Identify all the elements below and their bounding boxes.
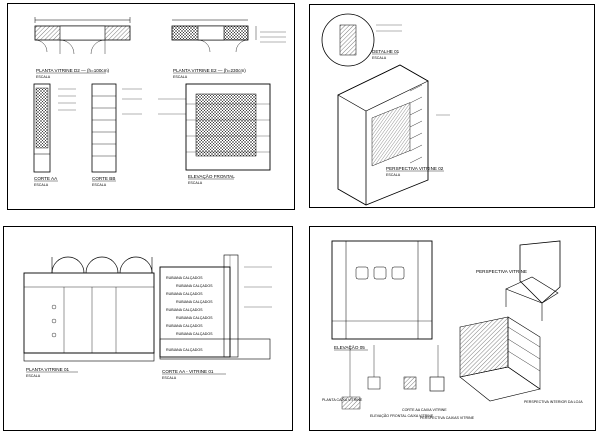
- detail-label: DETALHE 01: [372, 49, 400, 54]
- sheet-2-drawing: DETALHE 01 ESCALA PERSPECTIVA VITRINE 02…: [321, 13, 450, 206]
- drawing-sheet-vitrine-plans: PLANTA VITRINE D2 — (h=100cm) ESCALA PLA…: [7, 3, 295, 210]
- box-elevation: PLANTA CAIXA VITRINE ELEVAÇÃO FRONTAL CA…: [322, 345, 475, 420]
- box-plan-label: PLANTA CAIXA VITRINE: [322, 398, 363, 402]
- sign-text-8: RUBIANA CALÇADOS: [176, 332, 213, 336]
- perspective-label: PERSPECTIVA VITRINE 02: [386, 166, 444, 171]
- sign-text-2: RUBIANA CALÇADOS: [176, 284, 213, 288]
- sign-text-5: RUBIANA CALÇADOS: [166, 308, 203, 312]
- sign-text-4: RUBIANA CALÇADOS: [176, 300, 213, 304]
- sign-text-6: RUBIANA CALÇADOS: [176, 316, 213, 320]
- front-elevation: ELEVAÇÃO FRONTAL ESCALA: [158, 83, 271, 185]
- vitrine-plan-label: PLANTA VITRINE 01: [26, 367, 70, 372]
- vitrine-section-label: CORTE AA - VITRINE 01: [162, 369, 214, 374]
- perspective-escala: ESCALA: [386, 173, 401, 177]
- sheet-3-drawing: PLANTA VITRINE 01 ESCALA RUBIANA CALÇADO…: [23, 254, 272, 380]
- vitrine-perspective: PERSPECTIVA VITRINE: [476, 240, 561, 321]
- sign-text-7: RUBIANA CALÇADOS: [166, 324, 203, 328]
- sheet-4-drawing: ELEVAÇÃO 05 PLANTA CAIXA VITRINE ELEVAÇÃ…: [322, 240, 583, 420]
- perspective-cabinet: PERSPECTIVA VITRINE 02 ESCALA: [337, 64, 450, 206]
- plan-d2-label: PLANTA VITRINE D2 — (h=100cm): [36, 68, 110, 73]
- elevation-05: ELEVAÇÃO 05: [331, 240, 433, 351]
- front-elevation-label: ELEVAÇÃO FRONTAL: [188, 173, 235, 179]
- drawing-sheet-display-boxes: ELEVAÇÃO 05 PLANTA CAIXA VITRINE ELEVAÇÃ…: [309, 226, 596, 431]
- front-elevation-escala: ESCALA: [188, 181, 203, 185]
- vitrine-perspective-label: PERSPECTIVA VITRINE: [476, 269, 527, 274]
- elevation-05-label: ELEVAÇÃO 05: [334, 344, 365, 350]
- box-section-label: CORTE AA CAIXA VITRINE: [402, 408, 447, 412]
- plan-d2-escala: ESCALA: [36, 75, 51, 79]
- plan-e2-escala: ESCALA: [173, 75, 188, 79]
- section-bb-label: CORTE BB: [92, 176, 115, 181]
- section-bb-escala: ESCALA: [92, 183, 107, 187]
- section-bb: CORTE BB ESCALA: [91, 83, 142, 187]
- section-aa-escala: ESCALA: [34, 183, 49, 187]
- interior-perspective: PERSPECTIVA INTERIOR DA LOJA: [459, 316, 583, 404]
- detail-escala: ESCALA: [372, 56, 387, 60]
- interior-perspective-label: PERSPECTIVA INTERIOR DA LOJA: [524, 400, 583, 404]
- section-aa: CORTE AA ESCALA: [33, 83, 76, 187]
- sign-text-1: RUBIANA CALÇADOS: [166, 276, 203, 280]
- plan-e2-label: PLANTA VITRINE E2 — (h=230cm): [173, 68, 246, 73]
- vitrine-plan-escala: ESCALA: [26, 374, 41, 378]
- plan-d2: PLANTA VITRINE D2 — (h=100cm) ESCALA: [34, 17, 131, 79]
- sign-text-3: RUBIANA CALÇADOS: [166, 292, 203, 296]
- box-perspective-label: PERSPECTIVA CAIXAS VITRINE: [420, 416, 475, 420]
- vitrine-01-section: RUBIANA CALÇADOS RUBIANA CALÇADOS RUBIAN…: [159, 254, 272, 380]
- vitrine-01-plan: PLANTA VITRINE 01 ESCALA: [23, 256, 155, 378]
- sheet-1-drawing: PLANTA VITRINE D2 — (h=100cm) ESCALA PLA…: [33, 17, 286, 187]
- drawing-sheet-vitrine-01: PLANTA VITRINE 01 ESCALA RUBIANA CALÇADO…: [3, 226, 293, 431]
- box-elevation-label: ELEVAÇÃO FRONTAL CAIXA VITRINE: [370, 413, 434, 418]
- vitrine-section-escala: ESCALA: [162, 376, 177, 380]
- sign-text-9: RUBIANA CALÇADOS: [166, 348, 203, 352]
- plan-e2: PLANTA VITRINE E2 — (h=230cm) ESCALA: [171, 19, 286, 79]
- drawing-sheet-perspective-vitrine: DETALHE 01 ESCALA PERSPECTIVA VITRINE 02…: [309, 4, 595, 208]
- detail-circle: DETALHE 01 ESCALA: [321, 13, 402, 67]
- section-aa-label: CORTE AA: [34, 176, 58, 181]
